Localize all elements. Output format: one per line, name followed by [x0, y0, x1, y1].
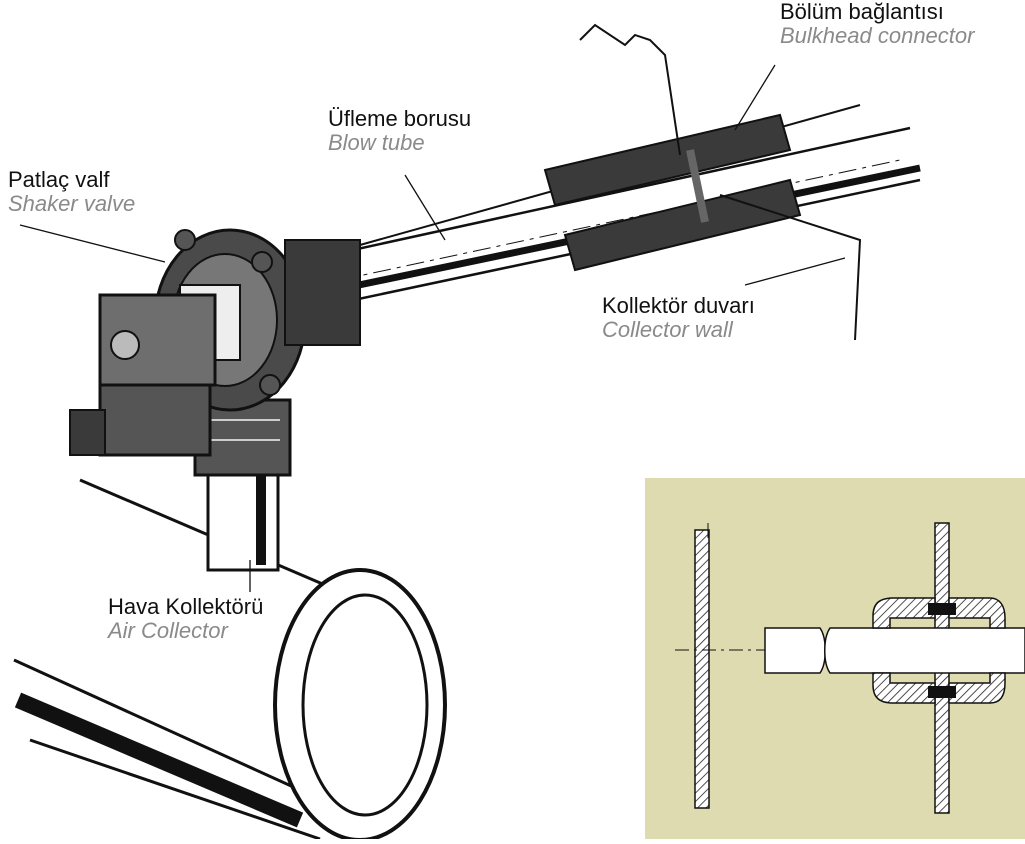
- label-en: Collector wall: [602, 317, 733, 343]
- bulkhead-connector-drawing: [543, 23, 862, 341]
- label-blow-tube: Üfleme borusu Blow tube: [328, 106, 472, 156]
- label-en: Shaker valve: [8, 191, 136, 217]
- air-collector-pipe: [13, 478, 447, 839]
- cross-section-inset: [645, 478, 1025, 839]
- label-tr: Hava Kollektörü: [108, 594, 264, 619]
- label-tr: Üfleme borusu: [328, 106, 472, 131]
- label-tr: Patlaç valf: [8, 167, 110, 192]
- label-tr: Kollektör duvarı: [602, 293, 755, 318]
- cross-section-drawing: [675, 522, 1025, 814]
- label-air-collector: Hava Kollektörü Air Collector: [108, 594, 264, 644]
- label-en: Bulkhead connector: [780, 23, 975, 49]
- leader-lines: [19, 64, 846, 592]
- label-en: Air Collector: [108, 618, 228, 644]
- solenoid-coil: [69, 293, 217, 457]
- label-collector-wall: Kollektör duvarı Collector wall: [602, 293, 755, 343]
- label-bulkhead-connector: Bölüm bağlantısı Bulkhead connector: [780, 0, 974, 48]
- label-tr: Bölüm bağlantısı: [780, 0, 944, 24]
- label-en: Blow tube: [328, 130, 425, 156]
- label-shaker-valve: Patlaç valf Shaker valve: [8, 167, 136, 217]
